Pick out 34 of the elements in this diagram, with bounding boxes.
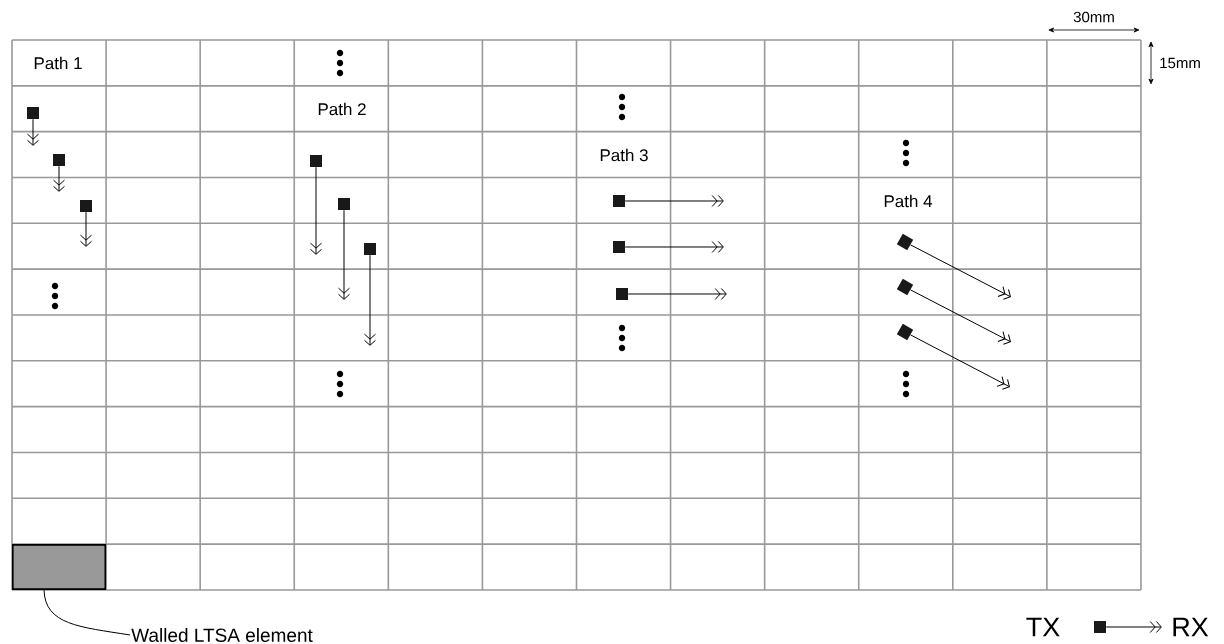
transmitter-square [53, 154, 65, 166]
transmitter-square [364, 243, 376, 255]
transmitter-square [338, 198, 350, 210]
path-label: Path 3 [600, 148, 648, 162]
arrow [80, 211, 92, 247]
legend-label: RX [1173, 617, 1209, 637]
legend-label: TX [1026, 617, 1060, 637]
transmitter-square [616, 288, 628, 300]
arrow [310, 166, 322, 255]
transmitter-square [1094, 621, 1106, 633]
transmitter-square [80, 200, 92, 212]
arrow [910, 289, 1011, 345]
dimension-label: 30mm [1073, 11, 1114, 23]
path-label: Path 1 [34, 56, 82, 70]
arrow [624, 241, 724, 253]
path-label: Path 2 [318, 102, 366, 116]
arrow [27, 118, 39, 146]
arrow [364, 254, 376, 346]
transmitter-square [310, 155, 322, 167]
arrow [910, 334, 1010, 390]
leader-line [43, 589, 131, 636]
arrow [624, 195, 724, 207]
path-label: Path 4 [884, 194, 933, 208]
caption-text: Walled LTSA element [131, 628, 313, 642]
transmitter-square [27, 107, 39, 119]
arrow [910, 244, 1011, 300]
arrow [338, 209, 350, 300]
transmitter-square [613, 195, 625, 207]
dimension-label: 15mm [1160, 57, 1200, 69]
arrow [1105, 621, 1162, 633]
walled-element-cell [12, 544, 107, 590]
arrow [627, 288, 727, 300]
arrow [53, 165, 65, 192]
transmitter-square [613, 241, 625, 253]
